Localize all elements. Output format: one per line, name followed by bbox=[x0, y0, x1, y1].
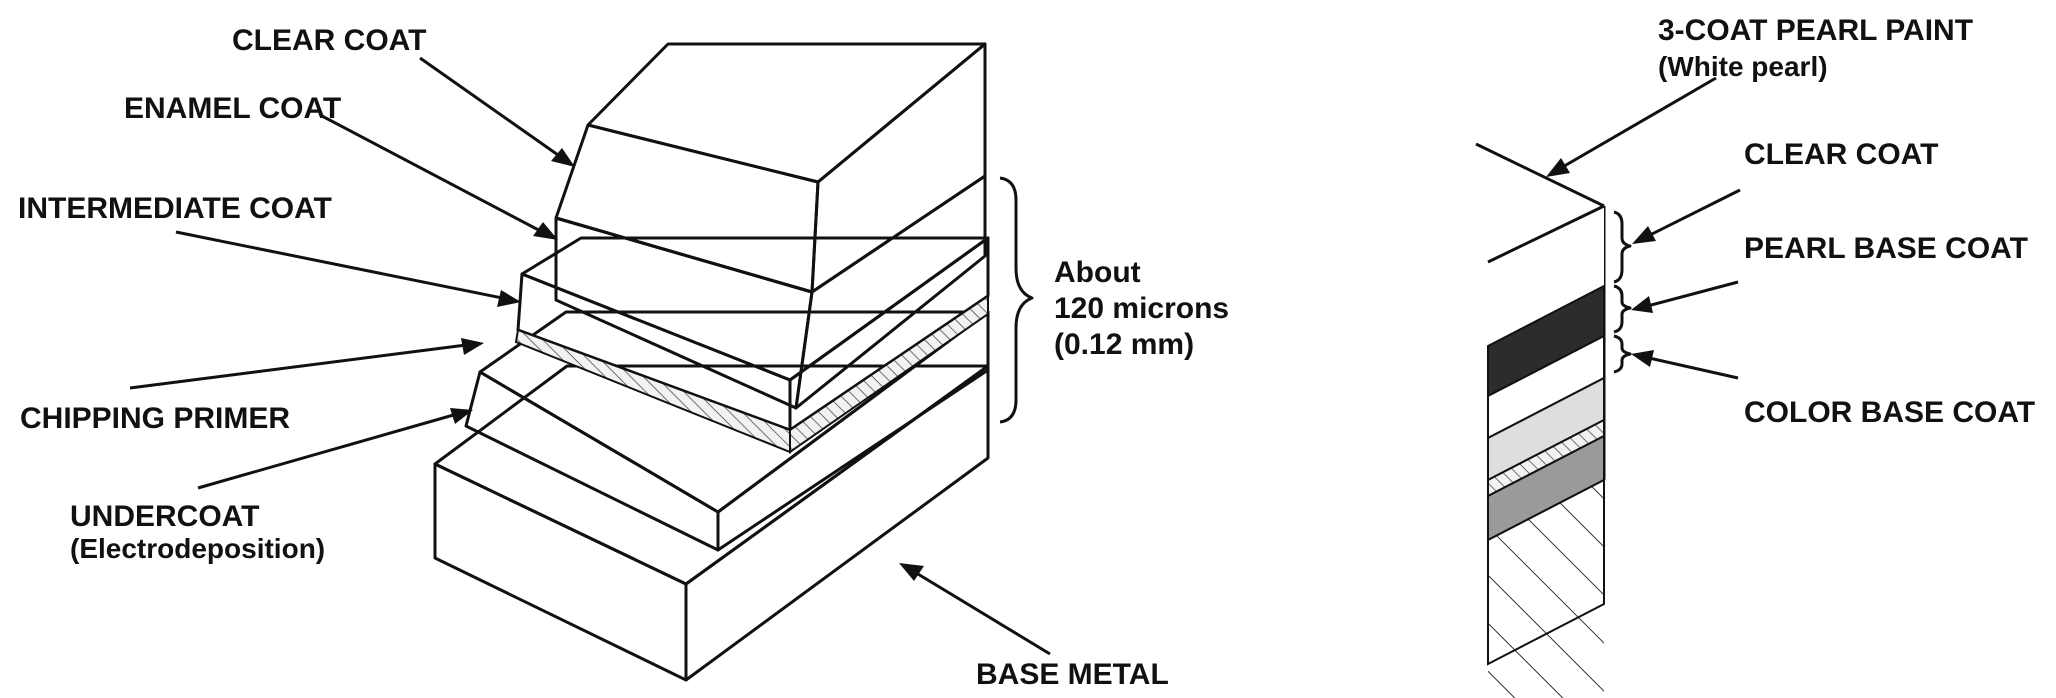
pearl-paint-subtitle: (White pearl) bbox=[1658, 51, 1828, 82]
thickness-label-line2: 120 microns bbox=[1054, 292, 1229, 325]
chipping-primer-leader bbox=[129, 342, 475, 390]
chipping-primer-right-face bbox=[789, 294, 989, 454]
base-metal-left-face bbox=[433, 462, 688, 682]
clear-coat-right-face bbox=[810, 42, 987, 294]
color-base-coat-label: COLOR BASE COAT bbox=[1744, 396, 2035, 429]
color-base-brace bbox=[1613, 334, 1632, 374]
pearl-base-brace bbox=[1613, 284, 1632, 334]
clear-coat-left-face bbox=[554, 123, 820, 294]
arrowhead-icon bbox=[1632, 226, 1656, 244]
section-clear-coat-face bbox=[1488, 206, 1604, 346]
color-base-leader bbox=[1639, 354, 1739, 380]
pearl-paint-leader bbox=[1553, 76, 1717, 174]
undercoat-note-label: (Electrodeposition) bbox=[70, 533, 325, 564]
enamel-right-face bbox=[794, 174, 987, 410]
clear-coat-leader bbox=[419, 56, 569, 164]
enamel-coat-label: ENAMEL COAT bbox=[124, 92, 341, 125]
pearl-paint-title: 3-COAT PEARL PAINT bbox=[1658, 14, 1973, 47]
arrowhead-icon bbox=[450, 408, 473, 424]
undercoat-leader bbox=[197, 410, 465, 490]
right-labels: 3-COAT PEARL PAINT (White pearl) CLEAR C… bbox=[1658, 14, 2035, 429]
arrowhead-icon bbox=[1631, 296, 1653, 313]
arrowhead-icon bbox=[551, 148, 575, 167]
arrowhead-icon bbox=[461, 338, 484, 355]
left-leader-lines bbox=[129, 56, 1051, 656]
arrowhead-icon bbox=[497, 290, 521, 307]
section-line bbox=[1487, 204, 1605, 264]
arrowhead-icon bbox=[899, 563, 924, 581]
chipping-primer-left-face bbox=[514, 328, 791, 454]
arrowhead-icon bbox=[1546, 158, 1570, 177]
clear-coat-top bbox=[586, 42, 987, 184]
undercoat-right-face bbox=[716, 310, 990, 552]
right-clear-coat-label: CLEAR COAT bbox=[1744, 138, 1938, 171]
pearl-base-coat-label: PEARL BASE COAT bbox=[1744, 232, 2028, 265]
right-layer-section bbox=[1475, 142, 1632, 698]
thickness-brace bbox=[999, 176, 1034, 424]
intermediate-coat-leader bbox=[175, 230, 513, 302]
right-leader-lines bbox=[1546, 76, 1741, 380]
intermediate-coat-label: INTERMEDIATE COAT bbox=[18, 192, 332, 225]
left-layer-stack bbox=[433, 42, 1034, 682]
intermediate-layer bbox=[514, 236, 990, 454]
clear-coat-right-leader bbox=[1639, 188, 1741, 242]
pearl-base-leader bbox=[1639, 280, 1739, 310]
enamel-coat-leader bbox=[321, 114, 551, 238]
section-top-edge bbox=[1475, 142, 1605, 208]
clear-coat-label: CLEAR COAT bbox=[232, 24, 426, 57]
top-coat-block bbox=[554, 42, 987, 410]
base-metal-top bbox=[433, 364, 990, 586]
thickness-label-line1: About bbox=[1054, 256, 1141, 289]
section-metal-face bbox=[1487, 478, 1605, 666]
undercoat-label: UNDERCOAT bbox=[70, 500, 259, 533]
left-labels: CLEAR COAT ENAMEL COAT INTERMEDIATE COAT… bbox=[18, 24, 1229, 691]
thickness-label-line3: (0.12 mm) bbox=[1054, 328, 1194, 361]
clear-enamel-divider bbox=[555, 216, 813, 294]
arrowhead-icon bbox=[1631, 350, 1654, 367]
chipping-primer-label: CHIPPING PRIMER bbox=[20, 402, 290, 435]
clear-coat-brace bbox=[1613, 210, 1632, 284]
base-metal-leader bbox=[907, 566, 1051, 656]
arrowhead-icon bbox=[533, 222, 558, 240]
base-metal-label: BASE METAL bbox=[976, 658, 1169, 691]
